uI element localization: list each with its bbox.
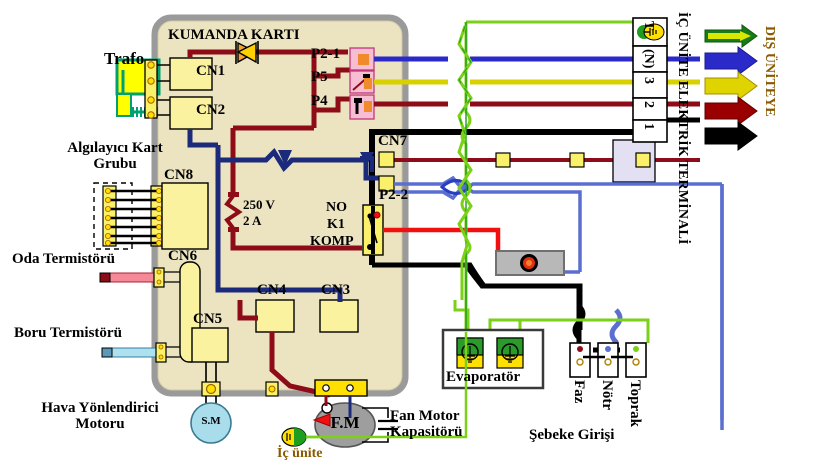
neutral-junction-arrow (360, 152, 374, 165)
connector-cn1 (169, 57, 213, 91)
label-fuse-current: 2 A (243, 213, 262, 228)
label-cn5: CN5 (193, 311, 223, 327)
room-thermistor (99, 267, 180, 288)
label-cn1: CN1 (196, 63, 226, 79)
earth-wire-zigzag (457, 25, 473, 135)
label-cn2: CN2 (196, 102, 226, 118)
mains-neutral-wire (609, 308, 623, 344)
label-to-outdoor-unit: DIŞ ÜNİTEYE (762, 26, 777, 117)
label-cn3: CN3 (321, 282, 351, 298)
live-wire-network (187, 49, 700, 398)
label-cn8: CN8 (164, 167, 194, 183)
connector-cn5 (191, 327, 229, 363)
sensor-card-group (93, 182, 165, 250)
label-p2-2: P2-2 (379, 187, 409, 203)
connector-cn4 (255, 299, 295, 333)
label-cn4: CN4 (257, 282, 287, 298)
panel-bottom-terminals (201, 362, 368, 408)
fan-motor-capacitor (362, 407, 398, 443)
mains-terminal-strip (569, 342, 647, 378)
neutral-wire-network (187, 129, 380, 302)
label-indoor-unit: İç ünite (277, 446, 323, 461)
label-p2-1: P2-1 (311, 46, 341, 62)
label-trafo: Trafo (104, 49, 145, 68)
label-notr: Nötr (599, 380, 615, 410)
terminal-label-1: 1 (641, 123, 656, 130)
label-stepper-motor: S.M (201, 415, 221, 427)
diode-symbol (235, 41, 259, 64)
thermal-protector (495, 250, 565, 276)
label-pipe-thermistor: Boru Termistörü (14, 325, 122, 341)
transformer: ⌶ (115, 58, 170, 119)
earth-wire-zigzag-lower (457, 133, 473, 300)
outdoor-unit-arrows (704, 24, 758, 151)
label-louver-motor: Hava Yönlendirici Motoru (41, 400, 159, 433)
label-relay-komp: KOMP (310, 234, 354, 249)
label-cn7: CN7 (378, 133, 408, 149)
cn7-terminal-1 (378, 151, 395, 168)
label-fan-motor: F.M (330, 413, 360, 432)
black-wire-kink (572, 304, 586, 340)
terminal-label-2: 2 (641, 101, 656, 108)
label-relay-no: NO (326, 200, 347, 215)
label-relay-k1: K1 (327, 217, 345, 232)
label-p5: P5 (311, 69, 328, 85)
pipe-thermistor (101, 342, 182, 363)
label-terminal-block-title: İÇ ÜNİTE ELEKTRİK TERMİNALİ (675, 12, 690, 245)
label-room-thermistor: Oda Termistörü (12, 251, 115, 267)
lavender-box-terminal (635, 152, 651, 168)
evaporator-box (441, 328, 545, 390)
inline-terminal-a (495, 152, 511, 168)
label-evaporator: Evaporatör (446, 369, 521, 385)
label-fuse-voltage: 250 V (243, 197, 275, 212)
label-toprak: Toprak (627, 380, 643, 427)
port-p2-1 (349, 47, 375, 71)
fuse-250v-2a (224, 192, 243, 232)
panel-title: KUMANDA KARTI (168, 27, 300, 43)
label-fan-capacitor: Fan Motor Kapasitörü (390, 408, 463, 440)
port-p5 (349, 70, 375, 94)
n-node-arrow (278, 150, 292, 166)
indoor-unit-earth-connector (281, 332, 468, 447)
label-faz: Faz (571, 380, 587, 404)
terminal-label-3: 3 (641, 77, 656, 84)
terminal-label-n: (N) (641, 49, 656, 69)
connector-cn3 (319, 299, 359, 333)
indoor-unit-terminal-block (632, 17, 668, 143)
terminal-label-t: T (641, 21, 656, 31)
port-p4 (349, 94, 375, 120)
relay-k1-komp (362, 204, 384, 256)
label-sensor-card-group: Algılayıcı Kart Grubu (67, 140, 163, 173)
inline-terminal-b (569, 152, 585, 168)
connector-cn8 (161, 182, 209, 250)
fan-motor-live-lug (312, 413, 331, 427)
label-p4: P4 (311, 93, 328, 109)
stepper-motor (190, 402, 232, 444)
label-mains-input: Şebeke Girişi (529, 427, 615, 443)
label-cn6: CN6 (168, 248, 198, 264)
